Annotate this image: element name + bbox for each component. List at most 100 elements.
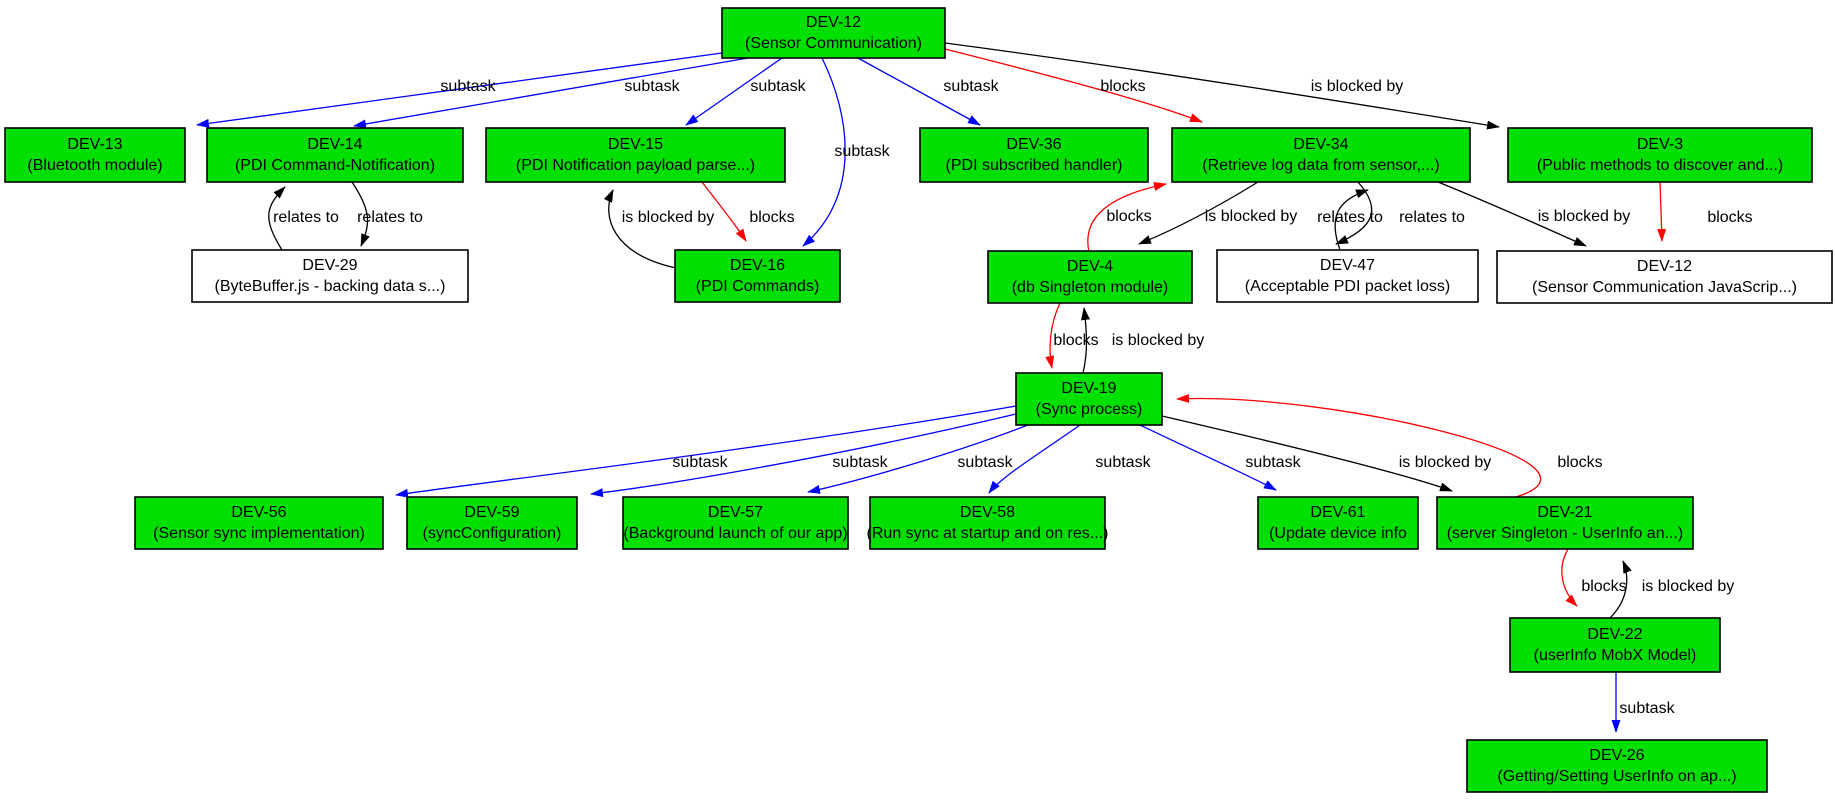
edge-blocks-11 (1087, 182, 1167, 253)
edge-label: subtask (957, 454, 1013, 471)
edge-label: blocks (1100, 78, 1145, 95)
issue-node-box[interactable] (1171, 127, 1471, 183)
issue-node-dev-58-16[interactable]: DEV-58 (Run sync at startup and on res...… (867, 496, 1109, 550)
issue-node-dev-26-20[interactable]: DEV-26(Getting/Setting UserInfo on ap...… (1466, 739, 1768, 793)
edge-is-blocked-by-27 (1609, 560, 1632, 619)
issue-summary-label: (Sensor Communication) (745, 35, 922, 52)
edge-label: subtask (750, 78, 806, 95)
issue-node-box[interactable] (869, 496, 1106, 550)
issue-id-label: DEV-4 (1067, 258, 1113, 275)
edge-subtask-3 (857, 57, 981, 126)
issue-node-dev-3-6[interactable]: DEV-3(Public methods to discover and...) (1507, 127, 1813, 183)
edge-label: is blocked by (1205, 208, 1298, 225)
issue-summary-label: (syncConfiguration) (423, 525, 562, 542)
issue-node-box[interactable] (1509, 617, 1721, 673)
issue-id-label: DEV-12 (806, 14, 861, 31)
edge-label: subtask (672, 454, 728, 471)
edge-label: subtask (943, 78, 999, 95)
issue-id-label: DEV-29 (302, 257, 357, 274)
issue-node-box[interactable] (1507, 127, 1813, 183)
issue-node-dev-61-17[interactable]: DEV-61 (Update device info (1257, 496, 1419, 550)
edge-label: is blocked by (1538, 208, 1631, 225)
issue-node-box[interactable] (721, 7, 946, 59)
issue-node-box[interactable] (406, 496, 578, 550)
edge-label: relates to (357, 209, 423, 226)
edge-label: blocks (1707, 209, 1752, 226)
issue-node-dev-59-14[interactable]: DEV-59(syncConfiguration) (406, 496, 578, 550)
issue-node-box[interactable] (1015, 372, 1163, 426)
issue-node-dev-21-18[interactable]: DEV-21(server Singleton - UserInfo an...… (1436, 496, 1694, 550)
issue-summary-label: (Sensor sync implementation) (153, 525, 365, 542)
issue-node-box[interactable] (919, 127, 1149, 183)
issue-summary-label: (userInfo MobX Model) (1534, 647, 1697, 664)
issue-id-label: DEV-16 (730, 257, 785, 274)
issue-node-dev-12-0[interactable]: DEV-12 (Sensor Communication) (721, 7, 946, 59)
issue-node-box[interactable] (987, 250, 1193, 304)
issue-node-dev-12-11[interactable]: DEV-12 (Sensor Communication JavaScrip...… (1496, 250, 1833, 304)
issue-id-label: DEV-13 (67, 136, 122, 153)
edge-subtask-1 (353, 57, 749, 129)
issue-summary-label: (PDI Commands) (696, 278, 820, 295)
issue-node-dev-15-3[interactable]: DEV-15(PDI Notification payload parse...… (485, 127, 786, 183)
issue-node-dev-16-8[interactable]: DEV-16 (PDI Commands) (674, 249, 841, 303)
issue-node-dev-19-12[interactable]: DEV-19(Sync process) (1015, 372, 1163, 426)
issue-node-dev-4-9[interactable]: DEV-4 (db Singleton module) (987, 250, 1193, 304)
edge-blocks-17 (1045, 302, 1061, 369)
issue-node-dev-13-1[interactable]: DEV-13(Bluetooth module) (4, 127, 186, 183)
edge-is-blocked-by-6 (944, 42, 1500, 130)
issue-node-box[interactable] (674, 249, 841, 303)
edge-relates-to-14 (1335, 181, 1373, 245)
edge-label: subtask (832, 454, 888, 471)
edge-label: relates to (1317, 209, 1383, 226)
issue-id-label: DEV-15 (608, 136, 663, 153)
issue-summary-label: (PDI subscribed handler) (946, 157, 1123, 174)
edge-subtask-4 (802, 57, 846, 247)
issue-node-box[interactable] (1436, 496, 1694, 550)
issue-node-dev-29-7[interactable]: DEV-29(ByteBuffer.js - backing data s...… (191, 249, 469, 303)
edge-is-blocked-by-24 (1161, 415, 1453, 492)
issue-id-label: DEV-58 (960, 504, 1015, 521)
issue-id-label: DEV-47 (1320, 257, 1375, 274)
edge-blocks-26 (1561, 548, 1578, 607)
issue-id-label: DEV-21 (1537, 504, 1592, 521)
issue-node-box[interactable] (622, 496, 849, 550)
edge-subtask-22 (988, 424, 1081, 494)
issue-node-dev-36-4[interactable]: DEV-36 (PDI subscribed handler) (919, 127, 1149, 183)
issue-node-dev-47-10[interactable]: DEV-47(Acceptable PDI packet loss) (1216, 249, 1479, 303)
issue-node-box[interactable] (1257, 496, 1419, 550)
issue-node-dev-57-15[interactable]: DEV-57(Background launch of our app) (622, 496, 849, 550)
edge-is-blocked-by-15 (1437, 181, 1587, 247)
issue-id-label: DEV-36 (1006, 136, 1061, 153)
issue-node-box[interactable] (485, 127, 786, 183)
issue-node-box[interactable] (1216, 249, 1479, 303)
issue-id-label: DEV-19 (1061, 380, 1116, 397)
issue-node-box[interactable] (4, 127, 186, 183)
issue-id-label: DEV-56 (231, 504, 286, 521)
issue-summary-label: (Run sync at startup and on res...) (867, 525, 1109, 542)
issue-summary-label: (db Singleton module) (1012, 279, 1169, 296)
issue-id-label: DEV-14 (307, 136, 362, 153)
issue-node-box[interactable] (191, 249, 469, 303)
issue-node-box[interactable] (134, 496, 384, 550)
edge-is-blocked-by-9 (603, 189, 677, 269)
edge-label: is blocked by (622, 209, 715, 226)
issue-node-box[interactable] (206, 127, 464, 183)
issue-node-box[interactable] (1496, 250, 1833, 304)
issue-node-dev-34-5[interactable]: DEV-34(Retrieve log data from sensor,...… (1171, 127, 1471, 183)
issue-id-label: DEV-34 (1293, 136, 1348, 153)
issue-id-label: DEV-12 (1637, 258, 1692, 275)
issue-id-label: DEV-57 (708, 504, 763, 521)
edge-label: subtask (1095, 454, 1151, 471)
issue-node-box[interactable] (1466, 739, 1768, 793)
issue-node-dev-22-19[interactable]: DEV-22(userInfo MobX Model) (1509, 617, 1721, 673)
edge-label: is blocked by (1642, 578, 1735, 595)
issue-id-label: DEV-61 (1310, 504, 1365, 521)
edge-label: subtask (1245, 454, 1301, 471)
issue-summary-label: (Sensor Communication JavaScrip...) (1532, 279, 1797, 296)
edge-is-blocked-by-12 (1138, 181, 1259, 245)
issue-node-dev-14-2[interactable]: DEV-14(PDI Command-Notification) (206, 127, 464, 183)
issue-node-dev-56-13[interactable]: DEV-56 (Sensor sync implementation) (134, 496, 384, 550)
issue-summary-label: (Getting/Setting UserInfo on ap...) (1497, 768, 1736, 785)
issue-summary-label: (Update device info (1269, 525, 1407, 542)
